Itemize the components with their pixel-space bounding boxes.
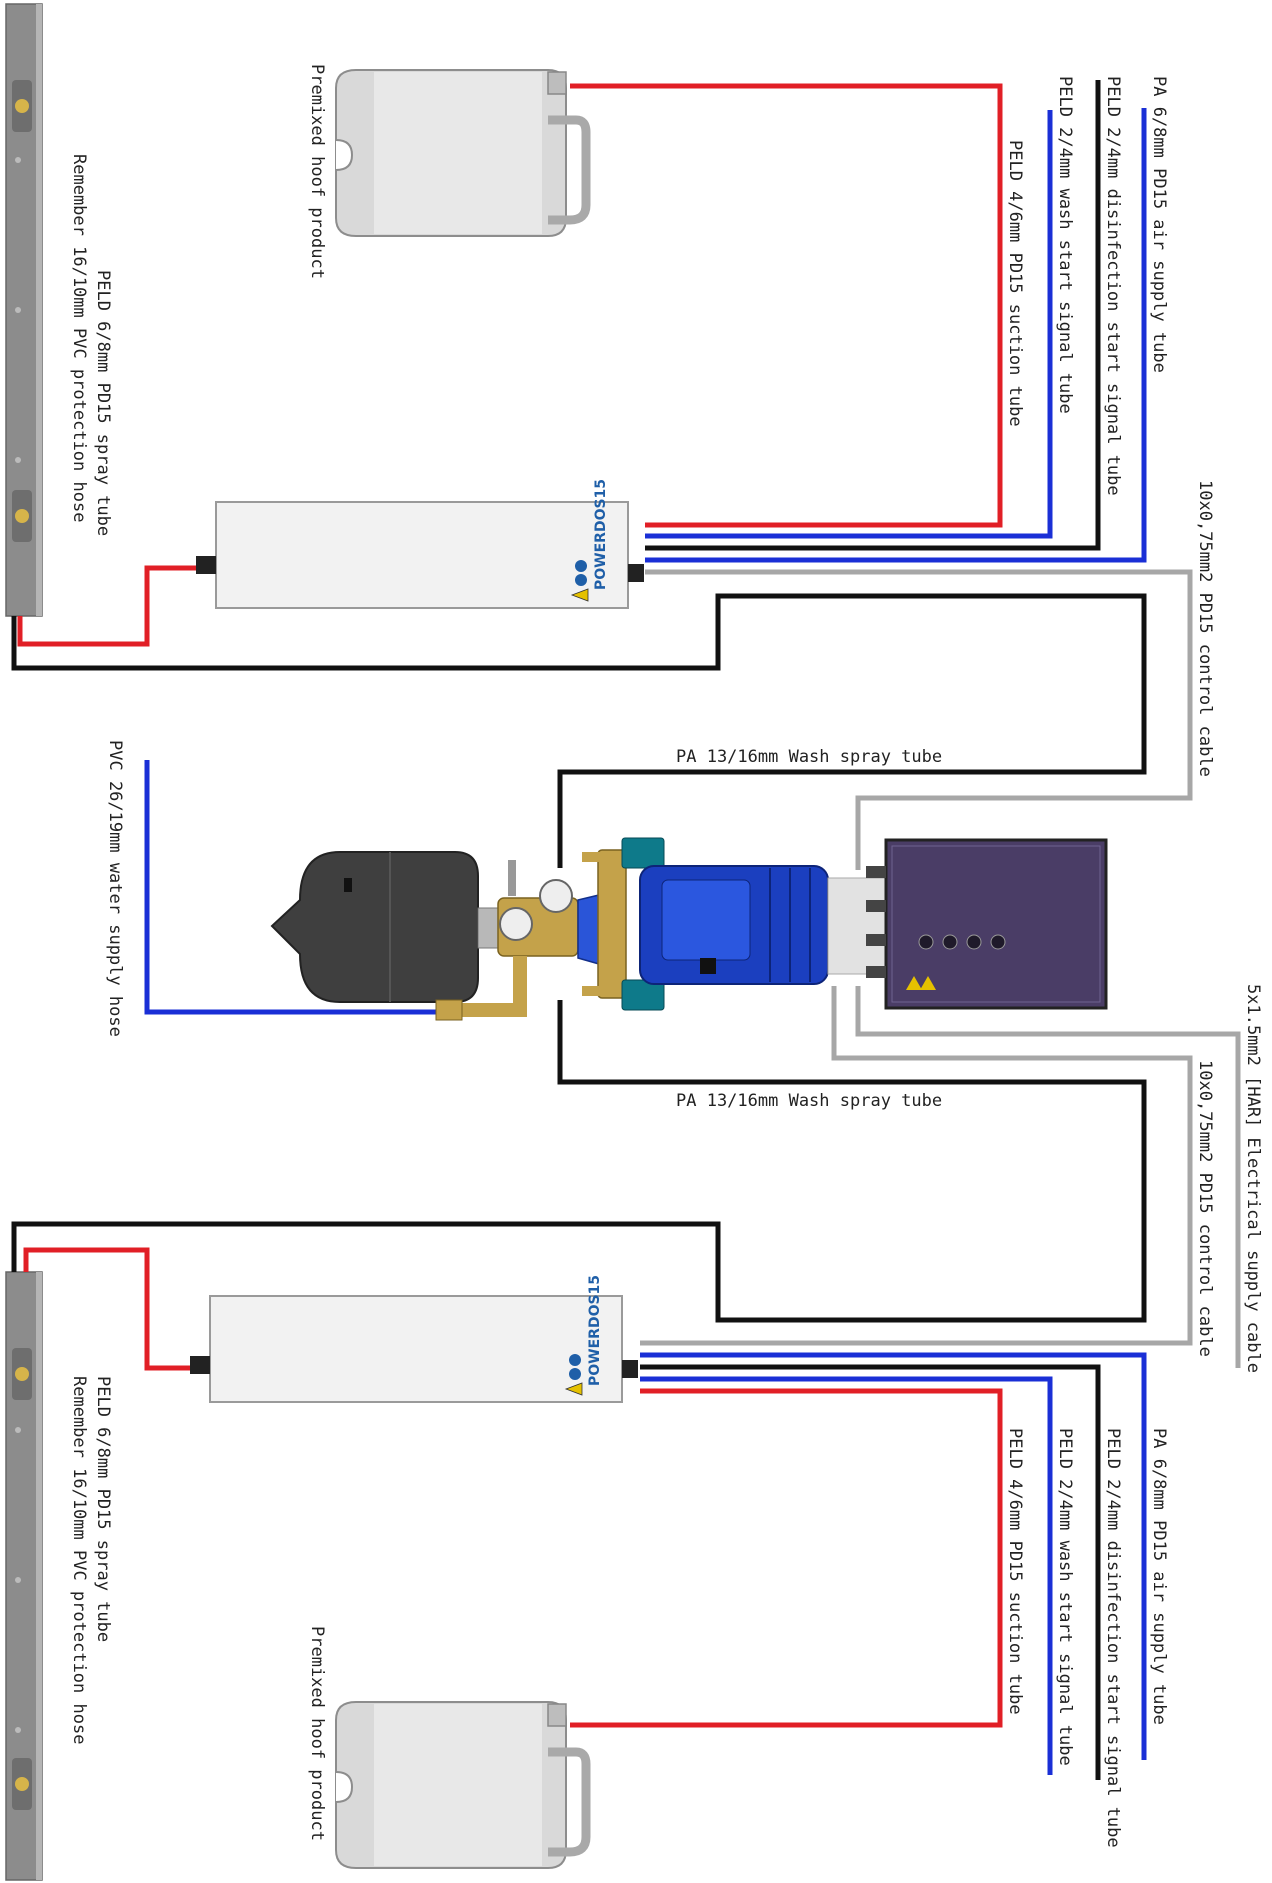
warning-icon <box>906 976 922 990</box>
wash-spray-tube-bottom <box>11 1000 1147 1323</box>
label-premixed-top: Premixed hoof product <box>307 64 327 279</box>
control-panel-icon <box>884 838 1108 1010</box>
control-cable-bottom <box>640 986 1193 1346</box>
brand-label: POWERDOS15 <box>587 1275 603 1386</box>
spray-tube-top <box>17 565 205 647</box>
warning-icon <box>564 1382 583 1396</box>
control-cable-top <box>645 569 1193 870</box>
label-control-cable-bottom: 10x0,75mm2 PD15 control cable <box>1195 1060 1215 1357</box>
suction-tube-bottom <box>570 1388 1003 1728</box>
solenoid-valve-icon <box>621 837 665 869</box>
pump-assembly <box>270 837 1108 1021</box>
label-disinfection-signal-top: PELD 2/4mm disinfection start signal tub… <box>1103 76 1123 496</box>
canister-top <box>335 69 591 237</box>
label-electrical-supply: 5x1.5mm2 [HAR] Electrical supply cable <box>1243 984 1263 1373</box>
label-spray-tube-bottom: PELD 6/8mm PD15 spray tube <box>93 1376 113 1642</box>
label-air-supply-bottom: PA 6/8mm PD15 air supply tube <box>1149 1428 1169 1725</box>
label-suction-bottom: PELD 4/6mm PD15 suction tube <box>1005 1428 1025 1715</box>
air-supply-tube-top <box>645 108 1147 563</box>
warning-icon <box>920 976 936 990</box>
label-wash-signal-top: PELD 2/4mm wash start signal tube <box>1055 76 1075 414</box>
label-control-cable-top: 10x0,75mm2 PD15 control cable <box>1195 480 1215 777</box>
dosing-unit-icon <box>209 1295 623 1403</box>
label-premixed-bottom: Premixed hoof product <box>307 1626 327 1841</box>
label-protection-hose-bottom: Remember 16/10mm PVC protection hose <box>69 1376 89 1744</box>
label-wash-spray-top: PA 13/16mm Wash spray tube <box>676 747 942 767</box>
spray-rail-top <box>5 3 43 617</box>
warning-icon <box>570 588 589 602</box>
label-water-supply: PVC 26/19mm water supply hose <box>105 740 125 1037</box>
suction-tube-top <box>570 83 1003 528</box>
label-wash-signal-bottom: PELD 2/4mm wash start signal tube <box>1055 1428 1075 1766</box>
wash-signal-tube-bottom <box>640 1376 1053 1775</box>
dosing-unit-icon <box>215 501 629 609</box>
pressure-tank-icon <box>270 851 479 1003</box>
wash-spray-tube-top <box>11 593 1147 868</box>
pressure-gauge-icon <box>499 907 533 941</box>
label-air-supply-top: PA 6/8mm PD15 air supply tube <box>1149 76 1169 373</box>
dosing-unit-bottom: POWERDOS15 <box>190 1275 638 1403</box>
dosing-unit-top: POWERDOS15 <box>196 479 644 609</box>
label-spray-tube-top: PELD 6/8mm PD15 spray tube <box>93 270 113 536</box>
canister-bottom <box>335 1701 591 1869</box>
water-supply-hose <box>144 760 440 1015</box>
tubing <box>11 80 1241 1780</box>
brand-label: POWERDOS15 <box>593 479 609 590</box>
spray-rail-bottom <box>5 1271 43 1881</box>
air-supply-tube-bottom <box>640 1352 1147 1760</box>
pressure-gauge-icon <box>539 879 573 913</box>
spray-tube-bottom <box>23 1247 195 1371</box>
wash-signal-tube-top <box>645 110 1053 539</box>
label-suction-top: PELD 4/6mm PD15 suction tube <box>1005 140 1025 427</box>
disinfection-signal-tube-top <box>645 80 1101 551</box>
disinfection-signal-tube-bottom <box>640 1364 1101 1780</box>
label-wash-spray-bottom: PA 13/16mm Wash spray tube <box>676 1091 942 1111</box>
tube-labels: PA 6/8mm PD15 air supply tube PELD 2/4mm… <box>69 64 1263 1848</box>
label-protection-hose-top: Remember 16/10mm PVC protection hose <box>69 154 89 522</box>
electrical-supply-cable <box>855 986 1241 1368</box>
label-disinfection-signal-bottom: PELD 2/4mm disinfection start signal tub… <box>1103 1428 1123 1848</box>
